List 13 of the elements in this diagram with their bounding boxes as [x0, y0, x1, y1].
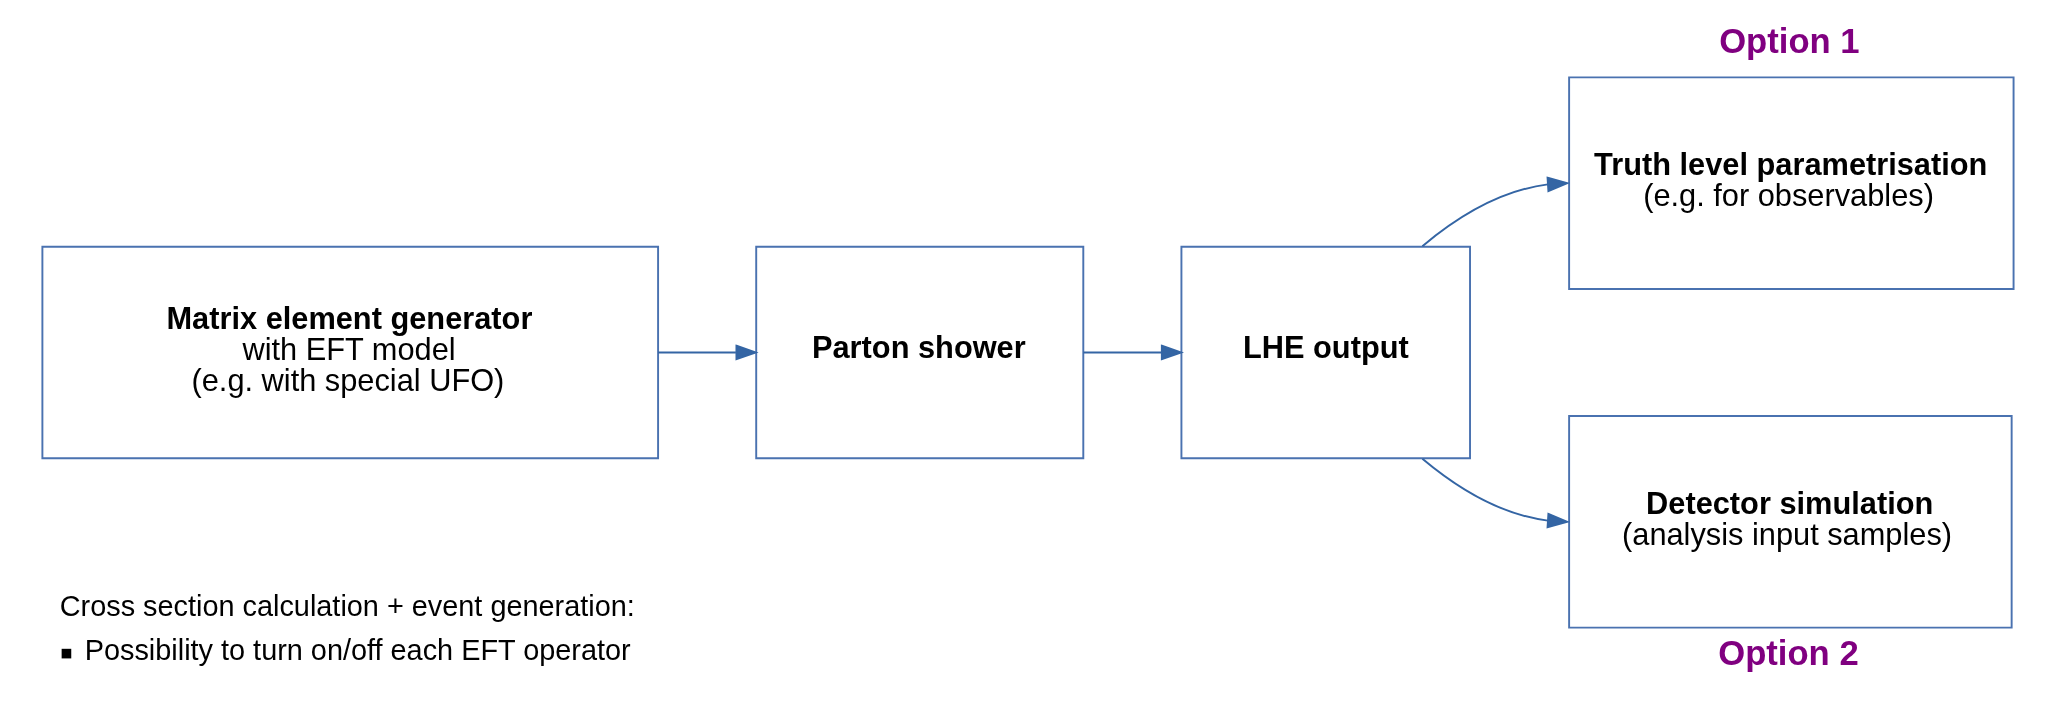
- node-box: Truth level parametrisation (e.g. for observables): [1568, 76, 2015, 290]
- label: Possibility to turn on/off each EFT operator: [84, 634, 631, 667]
- arrow: [657, 344, 759, 361]
- label: Cross section calculation + event generation:: [59, 590, 635, 623]
- node-label: Option 2: [1718, 633, 1859, 672]
- node-box: Parton shower: [755, 245, 1085, 460]
- node-box: LHE output: [1180, 245, 1471, 460]
- node-box: Matrix element generator with EFT model (e.g. with special UFO): [41, 245, 660, 460]
- arrow: [1421, 176, 1571, 248]
- arrow: [1421, 457, 1571, 529]
- node-label: Option 1: [1719, 22, 1860, 61]
- node-box: Detector simulation (analysis input samples): [1568, 415, 2013, 629]
- arrow: [1082, 344, 1184, 361]
